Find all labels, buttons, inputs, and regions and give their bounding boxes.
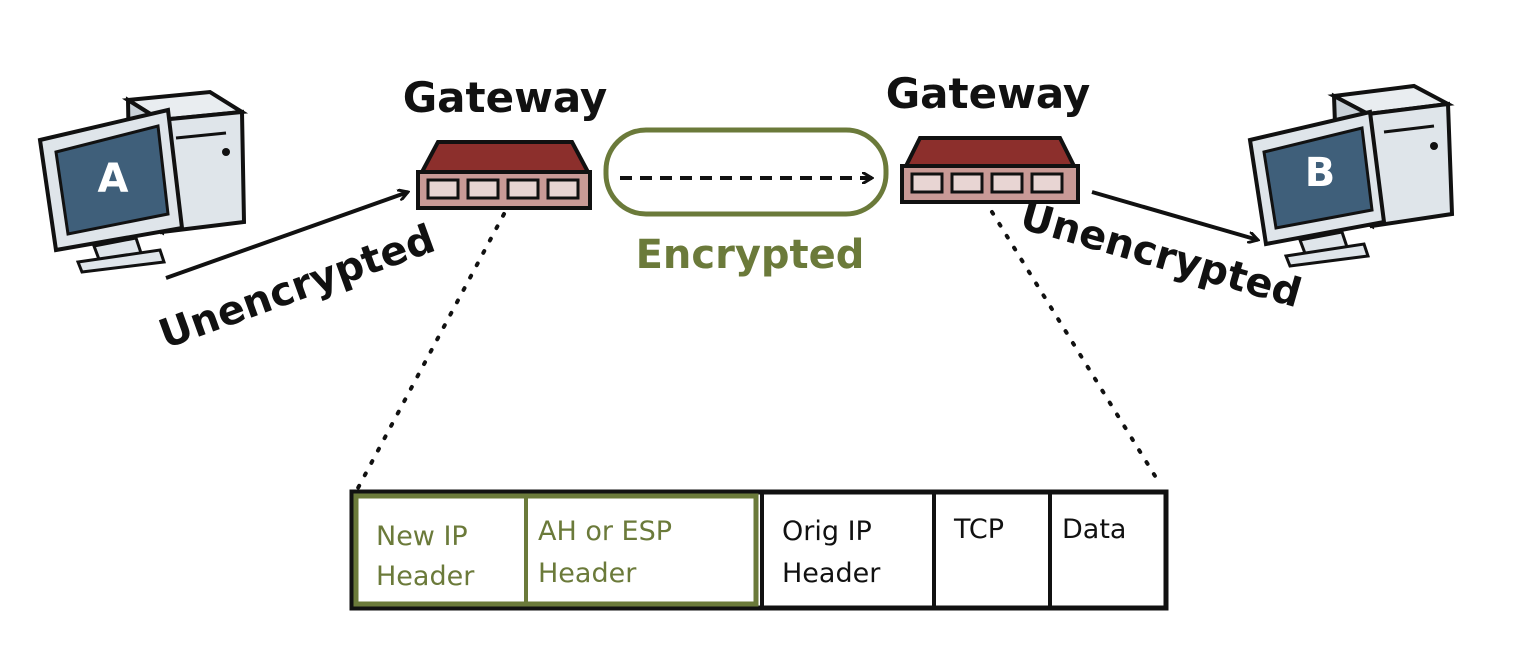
gateway-right: Gateway <box>886 69 1091 204</box>
monitor-icon <box>1247 109 1387 268</box>
cell-tcp-line1: TCP <box>953 514 1004 545</box>
packet-cell-orig-ip-header: Orig IP Header <box>760 492 881 608</box>
cell-data-line1: Data <box>1062 514 1126 545</box>
router-icon <box>416 140 592 210</box>
packet-cell-data: Data <box>1048 492 1126 608</box>
tunnel-label: Encrypted <box>636 232 865 278</box>
cell-ah-esp-line2: Header <box>538 558 637 589</box>
cell-new-ip-line1: New IP <box>376 521 468 552</box>
gateway-left-label: Gateway <box>403 73 608 122</box>
host-b-letter: B <box>1305 150 1336 196</box>
zoom-lines <box>356 210 1162 490</box>
gateway-left: Gateway <box>403 73 608 210</box>
packet-cell-ah-esp-header: AH or ESP Header <box>538 516 672 589</box>
gateway-right-label: Gateway <box>886 69 1091 118</box>
cell-ah-esp-line1: AH or ESP <box>538 516 672 547</box>
encrypted-tunnel: Encrypted <box>603 127 889 278</box>
cell-new-ip-line2: Header <box>376 561 475 592</box>
computer-a: A <box>37 89 249 274</box>
arrow-left <box>165 192 408 280</box>
link-left-label: Unencrypted <box>153 216 441 358</box>
cell-orig-ip-line2: Header <box>782 558 881 589</box>
packet-cell-new-ip-header: New IP Header <box>376 496 528 604</box>
tunnel-outline <box>603 127 889 217</box>
packet-cell-tcp: TCP <box>932 492 1004 608</box>
packet-frame <box>349 489 1169 611</box>
host-a-letter: A <box>98 156 129 202</box>
cell-orig-ip-line1: Orig IP <box>782 516 872 547</box>
arrow-right <box>1091 190 1258 240</box>
router-icon <box>900 136 1080 204</box>
packet-structure: New IP Header AH or ESP Header Orig IP H… <box>349 489 1169 611</box>
monitor-icon <box>37 107 185 274</box>
encrypted-header-group <box>353 493 759 607</box>
computer-b: B <box>1247 83 1455 268</box>
